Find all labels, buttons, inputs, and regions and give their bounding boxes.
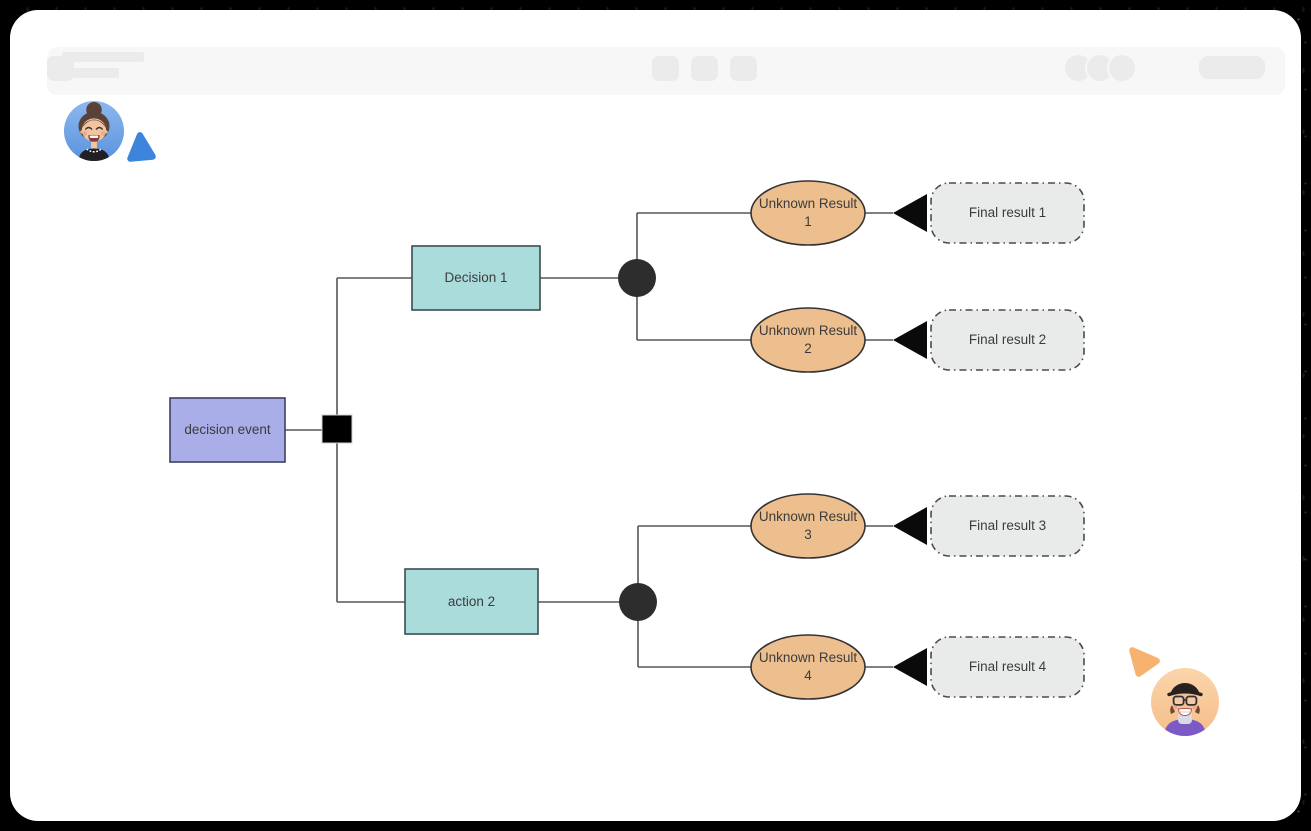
node-unknown-result-2[interactable] [750,307,866,373]
action-2-label[interactable]: action 2 [447,593,496,609]
node-action-2[interactable] [404,568,539,635]
final-result-1-label[interactable]: Final result 1 [968,205,1047,221]
node-decision-1[interactable] [411,245,541,311]
toolbar-title-placeholder [62,52,144,62]
arrow-triangle-1 [893,194,927,232]
final-result-4-label[interactable]: Final result 4 [968,659,1047,675]
app-toolbar [47,47,1285,95]
unknown-result-2-label[interactable]: Unknown Result 2 [758,323,858,356]
connector-lines[interactable] [285,212,893,668]
chance-node-2[interactable] [619,583,657,621]
arrow-triangle-3 [893,507,927,545]
decision-marker-square[interactable] [321,414,353,444]
tool-button-2[interactable] [691,56,718,81]
collaborator-orange-cursor-icon [1129,647,1160,677]
collaborator-orange [1150,667,1220,742]
share-button-placeholder[interactable] [1199,56,1265,79]
unknown-result-3-label[interactable]: Unknown Result 3 [758,509,858,542]
collaborator-blue-cursor-icon [127,132,156,162]
final-result-2-label[interactable]: Final result 2 [968,332,1047,348]
unknown-result-1-label[interactable]: Unknown Result 1 [758,196,858,229]
node-final-result-3[interactable] [930,495,1085,557]
decision-1-label[interactable]: Decision 1 [444,270,508,286]
tool-button-5[interactable] [47,56,74,81]
collaborator-blue [63,100,125,167]
collaborator-blue-avatar [63,100,125,162]
tool-button-1[interactable] [652,56,679,81]
tool-button-3[interactable] [730,56,757,81]
decision-event-label[interactable]: decision event [184,422,271,438]
node-decision-event[interactable] [169,397,286,463]
unknown-result-4-label[interactable]: Unknown Result 4 [758,650,858,683]
final-result-3-label[interactable]: Final result 3 [968,518,1047,534]
collaborator-orange-avatar [1151,668,1219,736]
chance-node-1[interactable] [618,259,656,297]
avatar-placeholder-3 [1107,53,1137,83]
node-unknown-result-4[interactable] [750,634,866,700]
node-final-result-1[interactable] [930,182,1085,244]
node-unknown-result-1[interactable] [750,180,866,246]
arrow-triangle-4 [893,648,927,686]
node-final-result-4[interactable] [930,636,1085,698]
toolbar-subtitle-placeholder [62,68,119,78]
node-final-result-2[interactable] [930,309,1085,371]
arrow-triangle-2 [893,321,927,359]
node-unknown-result-3[interactable] [750,493,866,559]
